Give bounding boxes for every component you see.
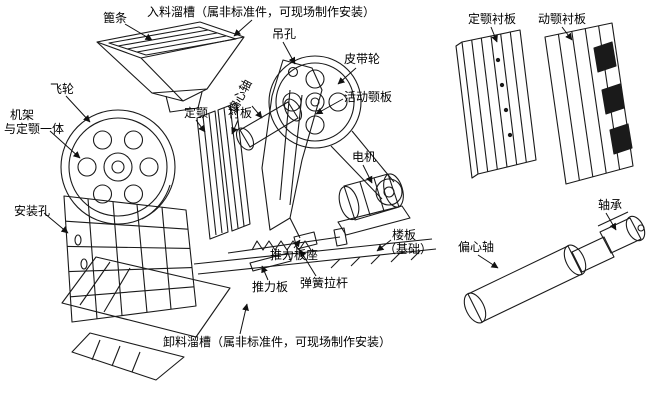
label-eccentric-shaft-part: 偏心轴 <box>458 240 495 254</box>
label-frame-line1: 机架 <box>10 108 35 122</box>
fixed-jaw-liner-part <box>455 29 537 179</box>
label-bearing: 轴承 <box>598 198 623 212</box>
movable-jaw-liner-part <box>544 22 634 185</box>
label-belt-pulley: 皮带轮 <box>344 52 381 66</box>
label-floor-line1: 楼板 <box>392 228 417 242</box>
label-thrust-plate: 推力板 <box>252 280 289 294</box>
label-thrust-plate-seat: 推力板座 <box>270 248 319 262</box>
eccentric-shaft-part <box>463 211 646 324</box>
label-spring-tie-rod: 弹簧拉杆 <box>300 276 349 290</box>
foundation <box>193 238 437 275</box>
label-lifting-hole: 吊孔 <box>272 27 297 41</box>
motor-pulley <box>375 178 403 206</box>
label-fixed-jaw-liner: 定颚衬板 <box>468 12 517 26</box>
label-movable-jaw-plate: 活动颚板 <box>344 90 393 104</box>
discharge-chute <box>61 256 231 381</box>
thrust-plate <box>249 252 292 272</box>
belt-pulley <box>268 55 403 206</box>
belt <box>351 130 395 183</box>
label-floor-line2: （基础） <box>384 242 433 256</box>
feed-hopper <box>96 21 245 113</box>
leader-lines <box>43 19 617 335</box>
flywheel <box>60 109 176 225</box>
label-flywheel: 飞轮 <box>50 82 75 96</box>
lifting-hole <box>287 66 299 78</box>
label-grate-bars: 篦条 <box>103 11 128 25</box>
bearing <box>599 217 642 254</box>
label-fixed-jaw: 定颚 <box>184 106 209 120</box>
jaw-assembly <box>196 59 323 240</box>
label-liner-plate: 衬板 <box>228 106 253 120</box>
motor <box>337 173 411 236</box>
frame <box>63 195 197 323</box>
label-mounting-hole: 安装孔 <box>14 204 51 218</box>
label-feed-chute: 入料溜槽（属非标准件，可现场制作安装） <box>147 5 376 19</box>
label-motor: 电机 <box>352 150 377 164</box>
label-movable-jaw-liner: 动颚衬板 <box>538 12 587 26</box>
label-frame-line2: 与定颚一体 <box>4 122 65 136</box>
label-discharge-chute: 卸料溜槽（属非标准件，可现场制作安装） <box>163 335 392 349</box>
